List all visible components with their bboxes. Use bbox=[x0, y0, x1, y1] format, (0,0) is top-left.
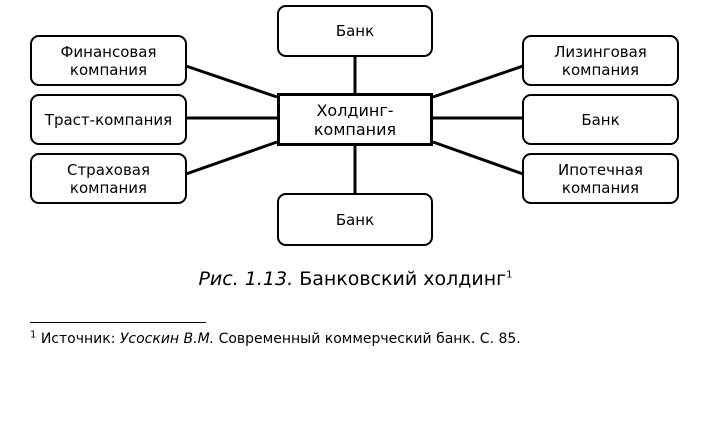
figure-title: Банковский холдинг bbox=[299, 268, 507, 290]
node-bank-bottom: Банк bbox=[277, 193, 433, 246]
node-mortgage-company: Ипотечная компания bbox=[522, 153, 679, 204]
node-financial-company: Финансовая компания bbox=[30, 35, 187, 86]
node-insurance-company: Страховая компания bbox=[30, 153, 187, 204]
node-trust-company: Траст-компания bbox=[30, 94, 187, 145]
connector-left-1 bbox=[185, 64, 278, 99]
footnote: 1 Источник: Усоскин В.М. Современный ком… bbox=[30, 329, 521, 347]
figure-footnote-mark: 1 bbox=[506, 269, 513, 281]
figure-number: Рис. 1.13. bbox=[198, 268, 294, 290]
connector-lines bbox=[185, 56, 524, 193]
footnote-author: Усоскин В.М. bbox=[119, 331, 215, 347]
connector-right-1 bbox=[432, 64, 524, 99]
node-bank-top: Банк bbox=[277, 5, 433, 57]
node-bank-right: Банк bbox=[522, 94, 679, 145]
node-leasing-company: Лизинговая компания bbox=[522, 35, 679, 86]
connector-left-3 bbox=[185, 140, 278, 176]
figure-caption: Рис. 1.13. Банковский холдинг1 bbox=[0, 268, 711, 290]
footnote-source-label: Источник: bbox=[40, 331, 116, 347]
footnote-divider bbox=[30, 322, 206, 323]
connector-right-3 bbox=[432, 140, 524, 176]
footnote-mark: 1 bbox=[30, 329, 37, 341]
node-holding-company: Холдинг- компания bbox=[277, 93, 433, 146]
holding-diagram: Банк Холдинг- компания Банк Финансовая к… bbox=[30, 5, 679, 246]
footnote-text: Современный коммерческий банк. С. 85. bbox=[218, 331, 521, 347]
